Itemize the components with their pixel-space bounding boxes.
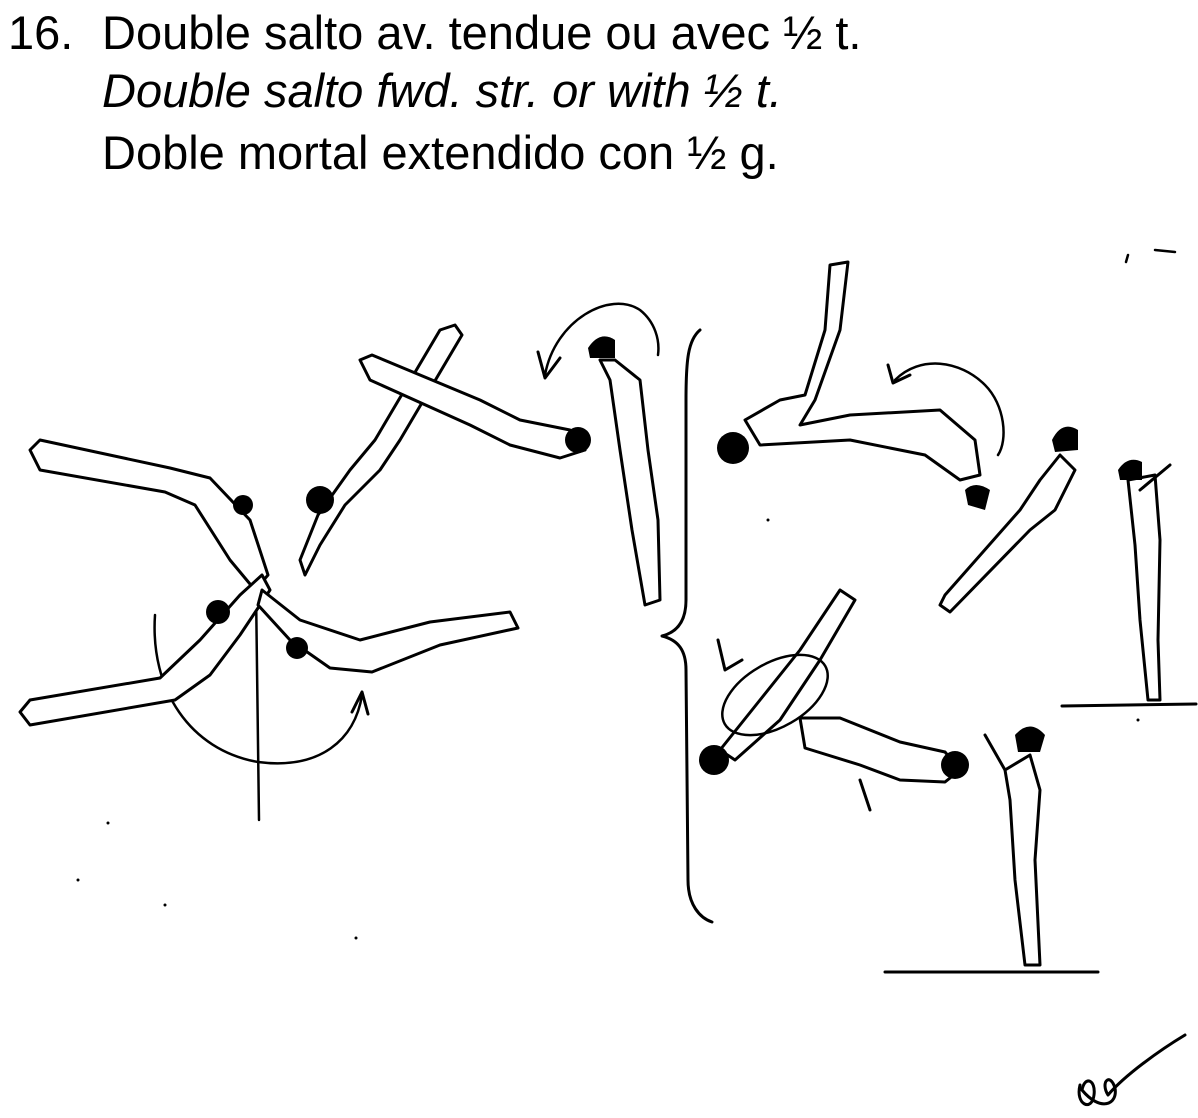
gymnast-arm [858, 778, 872, 812]
figure-piked-flight [743, 260, 982, 482]
twist-rotation-arc [893, 362, 1005, 457]
print-specks [76, 248, 1177, 940]
gymnast-arm [983, 733, 1007, 772]
right-top-sequence [717, 260, 1198, 708]
gymnast-arm [1138, 463, 1172, 492]
twist-arrowhead [716, 638, 744, 672]
figure-stretched-top-left [28, 438, 270, 592]
figure-landing-stand-alt [1003, 753, 1042, 967]
element-name-english: Double salto fwd. str. or with ½ t. [102, 64, 783, 117]
gymnast-head [965, 485, 990, 510]
gymnast-head [717, 432, 749, 464]
gymnast-head [699, 745, 729, 775]
gymnast-head [1052, 426, 1078, 452]
twist-arrowhead [886, 363, 912, 385]
signature-mark [1077, 1033, 1187, 1107]
left-sequence [18, 302, 662, 822]
gymnast-head [306, 486, 334, 514]
gymnast-head [588, 336, 615, 358]
figure-twisting [718, 588, 857, 762]
element-name-spanish: Doble mortal extendido con ½ g. [102, 126, 779, 179]
sequence-brace [660, 328, 714, 924]
figure-takeoff [598, 358, 662, 607]
rotation-axis-line [254, 588, 261, 822]
gymnast-head [565, 427, 591, 453]
twist-ellipse [721, 653, 829, 737]
takeoff-arrowhead [536, 350, 562, 380]
figure-stretched-right [256, 588, 520, 674]
gymnast-head [206, 600, 230, 624]
gymnast-head [1118, 459, 1142, 480]
figure-landing-approach [938, 453, 1077, 614]
floor-line [1060, 702, 1198, 708]
gymnast-head [1015, 726, 1045, 752]
element-number: 16. [8, 6, 74, 59]
element-name-french: Double salto av. tendue ou avec ½ t. [102, 6, 862, 59]
rotation-arrowhead [350, 690, 370, 716]
figure-layout-landing [798, 716, 962, 784]
gymnast-head [941, 751, 969, 779]
gymnast-head [233, 495, 253, 515]
gymnast-head [286, 637, 308, 659]
figure-stretched-bottom-left [18, 573, 272, 727]
right-bottom-sequence [699, 588, 1100, 974]
figure-landing-stand [1126, 473, 1162, 702]
takeoff-rotation-arc [543, 302, 660, 377]
